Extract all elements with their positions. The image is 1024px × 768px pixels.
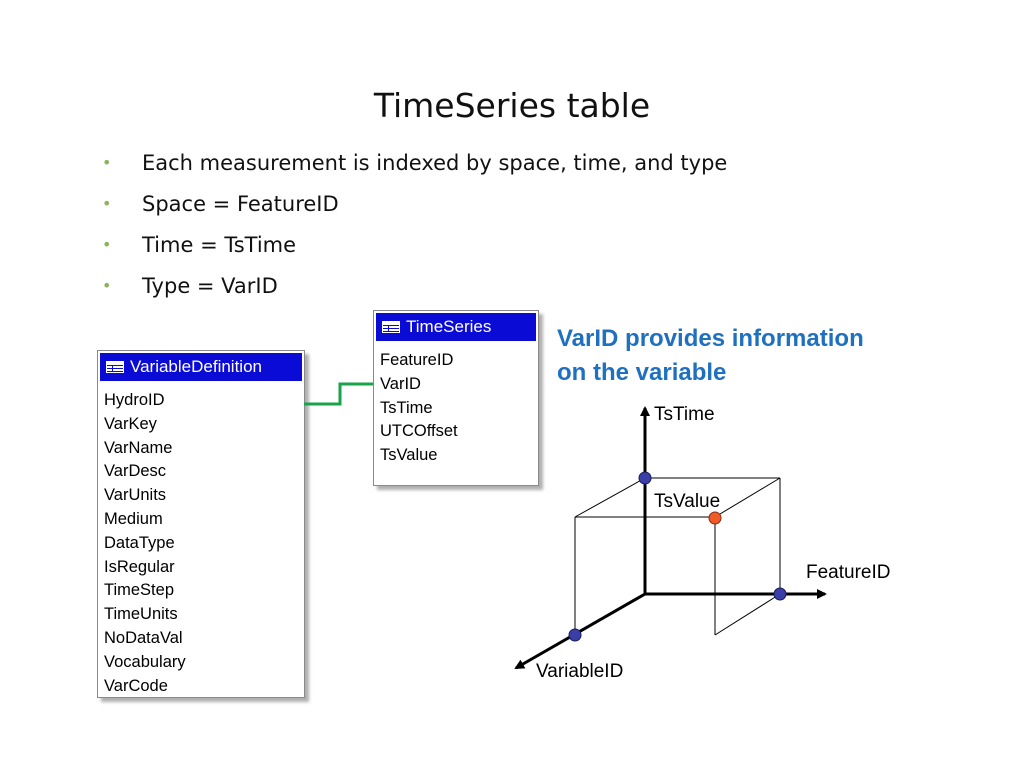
table-icon <box>382 321 400 333</box>
bullet-icon: • <box>102 235 112 254</box>
bullet-icon: • <box>102 276 112 295</box>
variable-definition-table: VariableDefinition HydroID VarKey VarNam… <box>97 350 305 698</box>
relationship-connector <box>304 382 373 406</box>
variableid-axis-point <box>568 628 582 642</box>
table-field: VarID <box>380 374 421 393</box>
variable-definition-field-list: HydroID VarKey VarName VarDesc VarUnits … <box>98 383 304 704</box>
table-field: FeatureID <box>380 351 454 369</box>
featureid-label: FeatureID <box>806 562 891 583</box>
table-name: TimeSeries <box>406 317 492 336</box>
table-field: VarUnits <box>104 486 167 505</box>
bullet-item: • Time = TsTime <box>100 228 727 269</box>
table-field: TsTime <box>380 398 433 417</box>
timeseries-field-list: FeatureID VarID TsTime UTCOffset TsValue <box>374 343 538 474</box>
bullet-icon: • <box>102 194 112 213</box>
bullet-text: Type = VarID <box>142 274 278 298</box>
callout-line: VarID provides information <box>557 325 864 352</box>
bullet-text: Time = TsTime <box>142 233 297 257</box>
bullet-item: • Each measurement is indexed by space, t… <box>100 146 727 187</box>
table-field: VarKey <box>104 414 157 433</box>
timeseries-table-header: TimeSeries <box>376 313 536 341</box>
tsvalue-label: TsValue <box>654 491 721 512</box>
featureid-axis-point <box>773 587 787 601</box>
bullet-item: • Space = FeatureID <box>100 187 727 228</box>
bullet-icon: • <box>102 153 112 172</box>
table-field: TsValue <box>380 446 438 465</box>
table-field: IsRegular <box>104 557 175 576</box>
table-name: VariableDefinition <box>130 357 262 376</box>
tsvalue-point <box>708 511 722 525</box>
table-field: HydroID <box>104 391 165 409</box>
table-field: VarDesc <box>104 462 167 481</box>
table-field: VarName <box>104 438 173 457</box>
slide-title: TimeSeries table <box>373 86 651 125</box>
table-field: DataType <box>104 533 175 552</box>
bullet-text: Space = FeatureID <box>142 192 339 216</box>
timeseries-table: TimeSeries FeatureID VarID TsTime UTCOff… <box>373 310 539 486</box>
table-field: TimeStep <box>104 581 174 600</box>
table-field: NoDataVal <box>104 628 183 647</box>
bullet-list: • Each measurement is indexed by space, t… <box>100 146 727 310</box>
varid-callout: VarID provides information on the variab… <box>557 322 864 390</box>
table-icon <box>106 361 124 373</box>
table-field: Vocabulary <box>104 652 186 671</box>
table-field: VarCode <box>104 676 168 695</box>
tstime-axis-point <box>638 471 652 485</box>
bullet-item: • Type = VarID <box>100 269 727 310</box>
variable-definition-table-header: VariableDefinition <box>100 353 302 381</box>
bullet-text: Each measurement is indexed by space, ti… <box>142 151 728 175</box>
tstime-label: TsTime <box>654 404 715 425</box>
callout-line: on the variable <box>557 359 727 386</box>
variableid-axis <box>514 592 646 670</box>
table-field: UTCOffset <box>380 422 458 441</box>
table-field: TimeUnits <box>104 605 178 624</box>
table-field: Medium <box>104 509 163 528</box>
variableid-label: VariableID <box>536 661 624 682</box>
